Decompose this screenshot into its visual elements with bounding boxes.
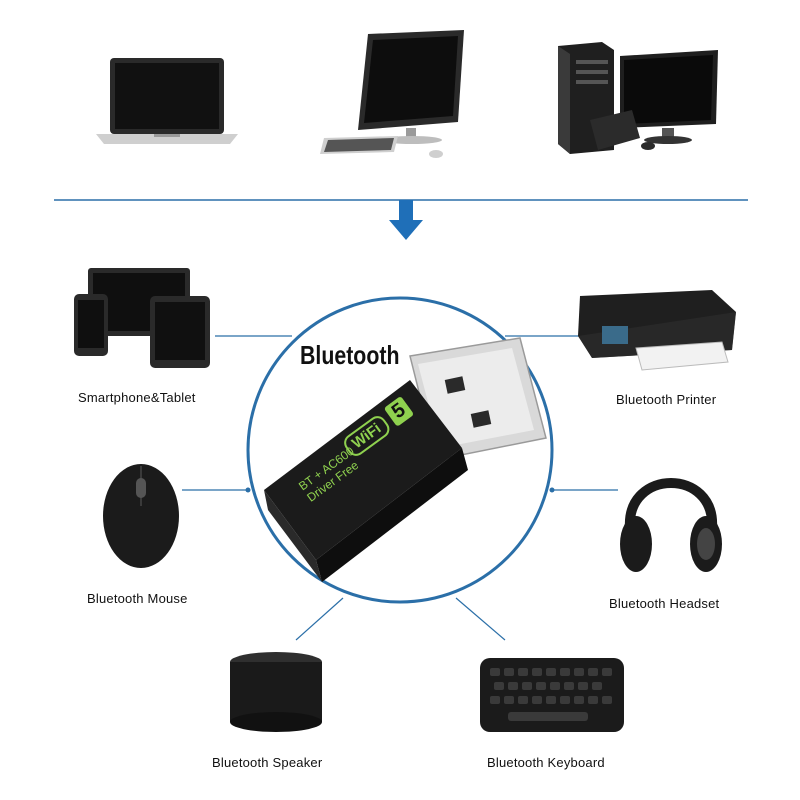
label-headset: Bluetooth Headset [609, 596, 720, 611]
label-smartphone-tablet: Smartphone&Tablet [78, 390, 196, 405]
headset-icon [620, 478, 722, 572]
arrow-down-icon [389, 200, 423, 240]
monitor-icon [320, 30, 464, 158]
speaker-icon [230, 652, 322, 732]
laptop-icon [96, 58, 238, 144]
center-ring [246, 296, 554, 604]
smartphone-tablet-icon [74, 268, 210, 368]
label-mouse: Bluetooth Mouse [87, 591, 188, 606]
mouse-icon [103, 464, 179, 568]
bluetooth-title: Bluetooth [300, 340, 400, 370]
label-speaker: Bluetooth Speaker [212, 755, 323, 770]
usb-dongle-icon [264, 337, 547, 582]
desktop-pc-icon [558, 42, 718, 154]
printer-icon [578, 290, 736, 371]
label-keyboard: Bluetooth Keyboard [487, 755, 605, 770]
keyboard-icon [480, 658, 624, 732]
label-printer: Bluetooth Printer [616, 392, 717, 407]
